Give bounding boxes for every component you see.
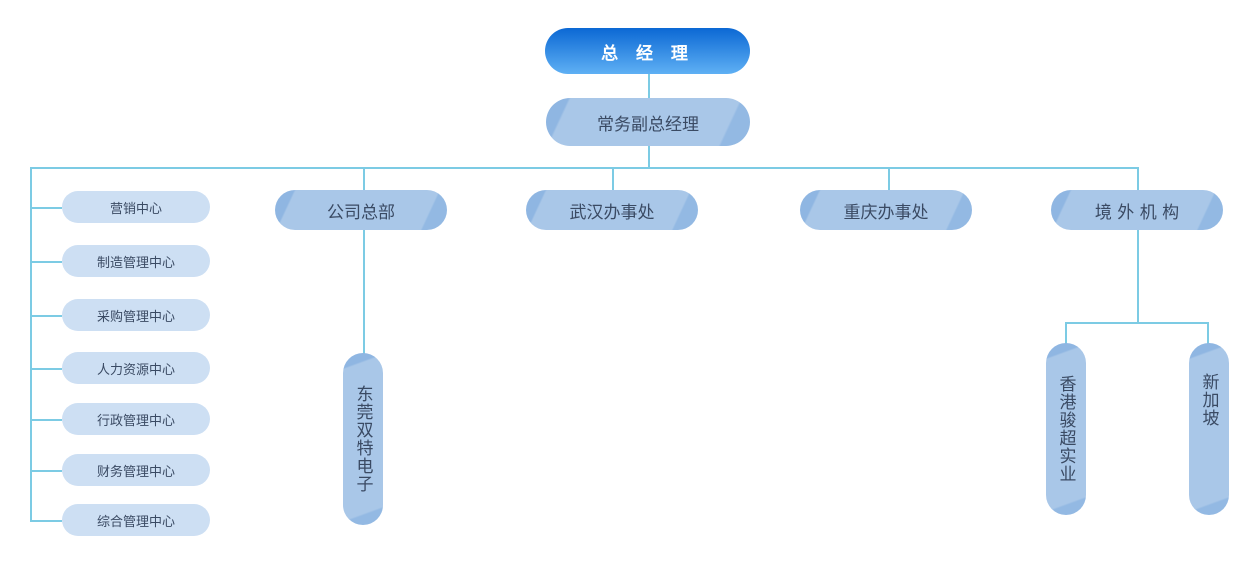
branch-node: 公司总部 [275,190,447,230]
connector [30,261,62,263]
branch-node: 武汉办事处 [526,190,698,230]
center-node: 制造管理中心 [62,245,210,277]
subsidiary-node: 东莞双特电子 [343,353,383,525]
connector [30,470,62,472]
connector [30,167,1139,169]
connector [30,368,62,370]
connector [648,146,650,168]
connector [1065,322,1067,344]
subsidiary-node: 新加坡 [1189,343,1229,515]
center-node: 营销中心 [62,191,210,223]
connector [648,74,650,98]
connector [1207,322,1209,344]
connector [30,207,62,209]
ceo-node: 总 经 理 [545,28,750,74]
center-node: 采购管理中心 [62,299,210,331]
center-node: 综合管理中心 [62,504,210,536]
connector [363,168,365,354]
connector [30,315,62,317]
connector [30,520,62,522]
subsidiary-node: 香港骏超实业 [1046,343,1086,515]
connector [1065,322,1209,324]
connector [1137,168,1139,323]
center-node: 财务管理中心 [62,454,210,486]
branch-node: 重庆办事处 [800,190,972,230]
connector [888,168,890,190]
deputy-node: 常务副总经理 [546,98,750,146]
connector [30,419,62,421]
connector [612,168,614,190]
center-node: 人力资源中心 [62,352,210,384]
center-node: 行政管理中心 [62,403,210,435]
connector [30,167,32,522]
branch-node: 境 外 机 构 [1051,190,1223,230]
